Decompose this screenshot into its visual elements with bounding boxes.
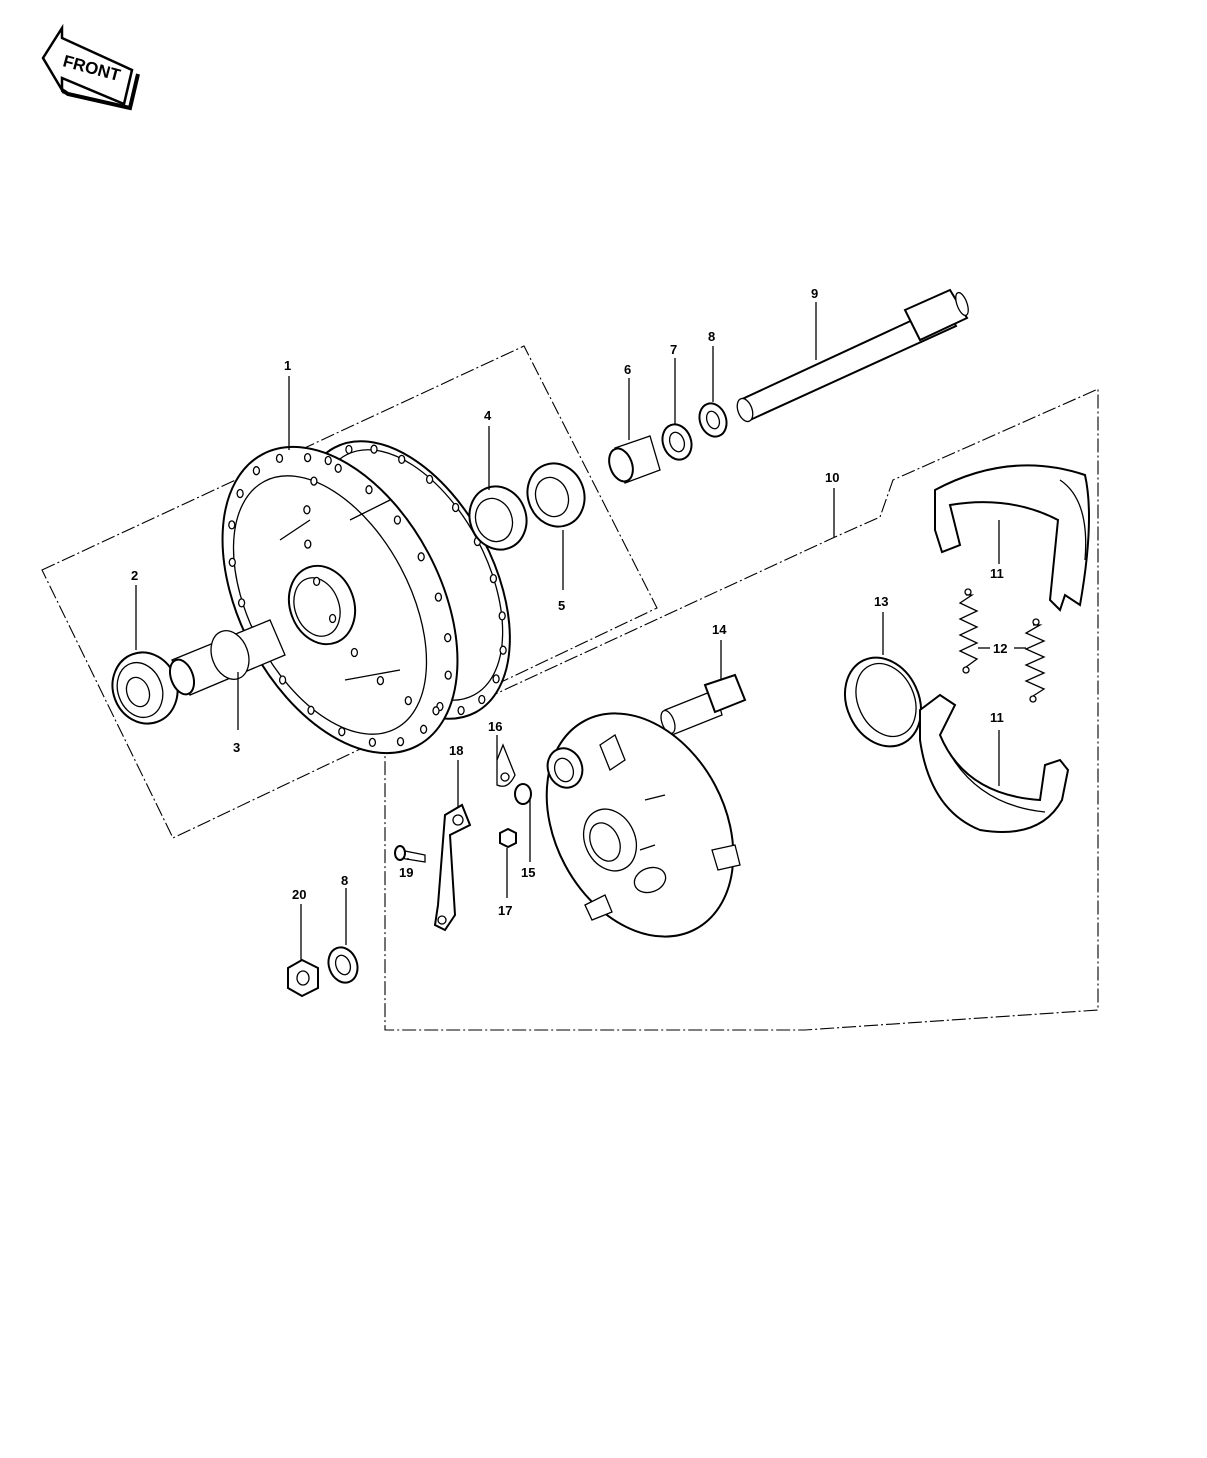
label-16: 16 (488, 719, 502, 734)
label-7: 7 (670, 342, 677, 357)
spoke-hole (398, 454, 406, 465)
spoke-hole (417, 552, 425, 562)
nut-17-part (499, 827, 517, 849)
label-18: 18 (449, 743, 463, 758)
spoke-hole (278, 675, 287, 685)
spoke-hole (236, 488, 244, 499)
label-14: 14 (712, 622, 727, 637)
spoke-hole (334, 463, 342, 473)
label-4: 4 (484, 408, 492, 423)
label-10: 10 (825, 470, 839, 485)
spoke-hole (419, 724, 428, 734)
spoke-hole (350, 647, 359, 658)
leader-lines (135, 302, 1026, 960)
bolt-part (394, 845, 426, 863)
brake-shoe-lower-part (919, 693, 1070, 833)
brake-panel-part (545, 712, 741, 938)
spoke-hole (310, 476, 318, 486)
oil-seal-part (526, 462, 586, 528)
label-11-upper: 11 (990, 566, 1004, 581)
brake-shoe-upper-part (934, 464, 1090, 612)
spoke-hole (312, 576, 321, 587)
spoke-hole (328, 613, 337, 624)
spoke-hole (345, 444, 353, 455)
hub-group-outline (41, 345, 658, 839)
spoke-hole (444, 670, 452, 680)
axle-part (736, 288, 969, 423)
spoke-hole (228, 520, 236, 530)
spoke-hole (432, 706, 440, 716)
spoke-hole (489, 573, 498, 584)
front-arrow-badge: FRONT (41, 23, 140, 111)
o-ring-part (514, 783, 532, 805)
label-3: 3 (233, 740, 240, 755)
spoke-hole (304, 539, 312, 549)
spoke-hole (307, 705, 315, 715)
label-11-lower: 11 (990, 710, 1004, 725)
distance-collar-part (168, 619, 286, 696)
label-9: 9 (811, 286, 818, 301)
spoke-hole (393, 515, 402, 525)
spoke-hole (368, 737, 377, 748)
bearing-left-part (111, 651, 179, 725)
part-number-labels: 1 2 3 4 5 6 7 8 9 10 11 12 13 11 14 16 1… (131, 286, 1007, 918)
spoke-hole (365, 485, 373, 495)
label-8-lower: 8 (341, 873, 348, 888)
spring-left-part (958, 588, 979, 674)
label-15: 15 (521, 865, 535, 880)
spoke-hole (451, 502, 460, 513)
seal-ring-part (844, 656, 922, 748)
spoke-hole (457, 705, 465, 716)
spoke-hole (370, 444, 378, 454)
spoke-hole (396, 736, 405, 747)
spoke-hole (324, 455, 332, 466)
label-13: 13 (874, 594, 888, 609)
collar-part (608, 435, 661, 484)
label-5: 5 (558, 598, 565, 613)
spoke-hole (376, 675, 385, 686)
spoke-hole (303, 452, 312, 463)
spoke-hole (444, 633, 452, 643)
spoke-hole (338, 727, 346, 737)
label-12: 12 (993, 641, 1007, 656)
label-8-upper: 8 (708, 329, 715, 344)
spring-right-part (1024, 618, 1046, 703)
label-2: 2 (131, 568, 138, 583)
label-20: 20 (292, 887, 306, 902)
spoke-hole (303, 505, 311, 515)
spoke-hole (434, 592, 443, 602)
label-6: 6 (624, 362, 631, 377)
spoke-hole (275, 453, 284, 464)
spoke-hole (252, 466, 261, 476)
brake-panel-group-outline (384, 388, 1099, 1031)
spoke-hole (228, 557, 236, 567)
wear-indicator-part (496, 743, 516, 787)
spoke-hole (404, 695, 412, 706)
label-1: 1 (284, 358, 291, 373)
spoke-hole (498, 611, 506, 621)
bearing-right-part (468, 485, 528, 551)
cam-lever-part (433, 803, 472, 932)
spoke-hole (492, 674, 500, 684)
label-17: 17 (498, 903, 512, 918)
spoke-hole (499, 645, 507, 655)
brake-cam-part (660, 673, 747, 736)
spoke-hole (478, 694, 486, 705)
label-19: 19 (399, 865, 413, 880)
spoke-hole (425, 474, 434, 485)
spoke-hole (237, 598, 246, 608)
wheel-hub-part (221, 440, 511, 755)
